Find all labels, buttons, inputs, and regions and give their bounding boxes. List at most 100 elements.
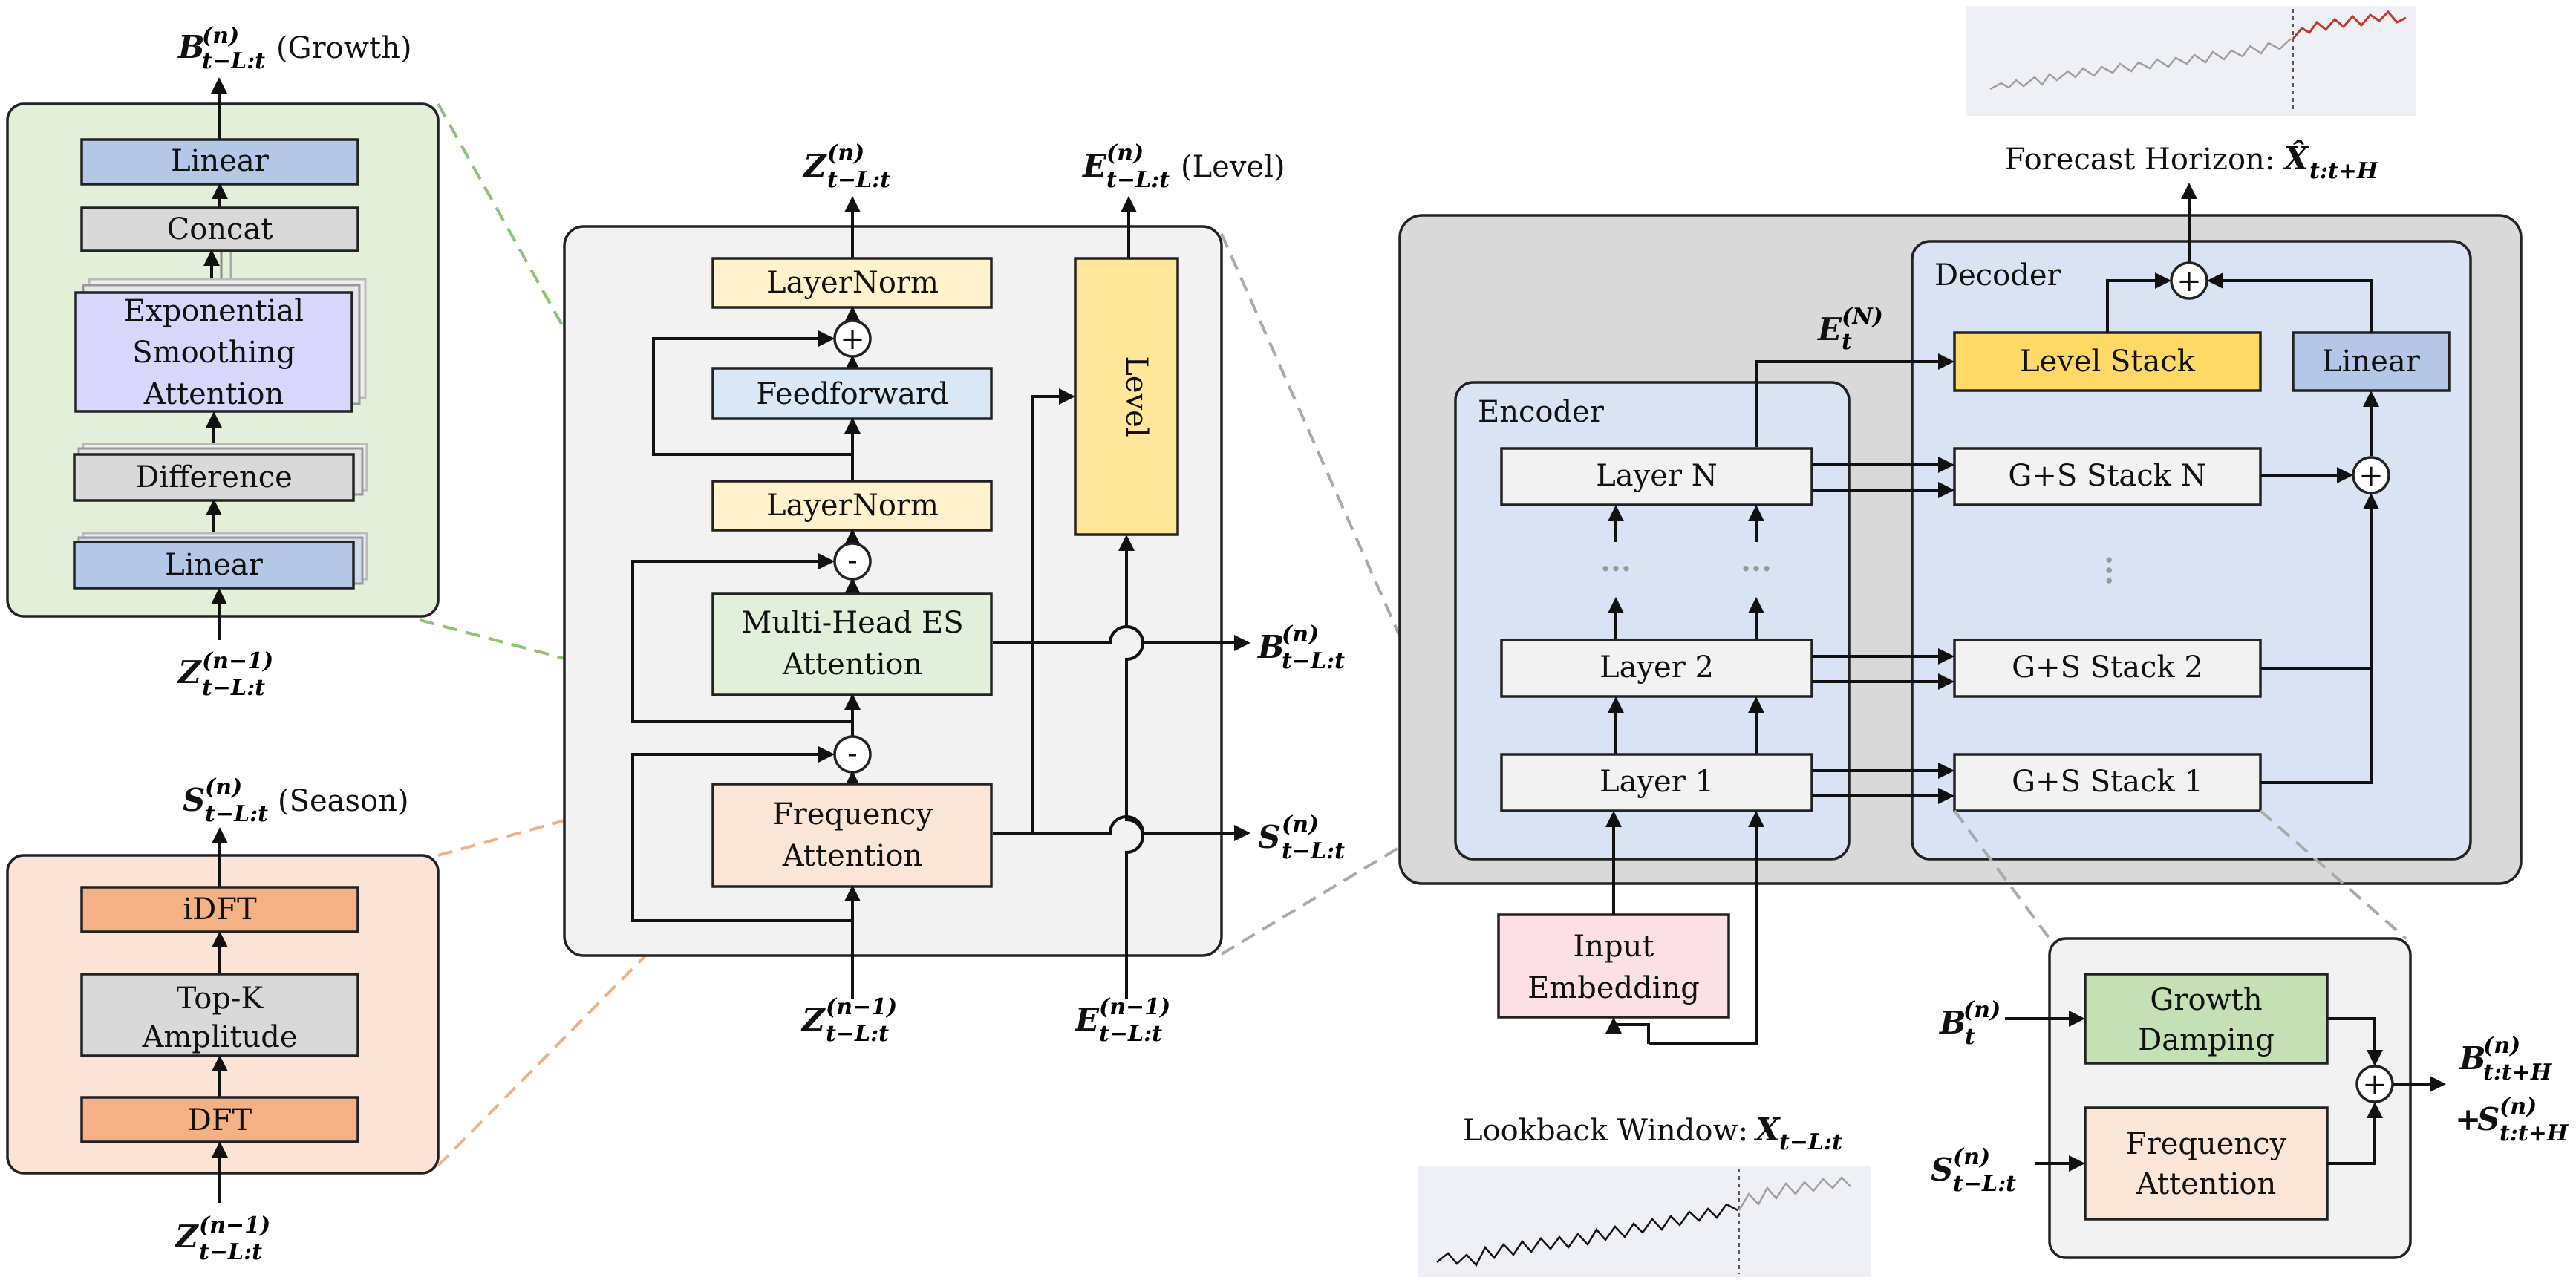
season-input-super: (n−1) (199, 1212, 270, 1238)
enc-out-z-super: (n) (827, 140, 864, 166)
enc-feedforward-label: Feedforward (756, 377, 948, 411)
forecast-symbol: X̂ (2282, 139, 2309, 177)
enc-out-z-sub: t−L:t (827, 167, 890, 193)
gs-stack-n-label: G+S Stack N (2008, 459, 2206, 493)
enc-mhes-box (711, 592, 993, 696)
enc-out-e-note: (Level) (1181, 150, 1285, 184)
encoder-layer-panel: Z (n) t−L:t E (n) t−L:t (Level) LayerNor… (563, 140, 1345, 1047)
encoder-e-sub: t (1842, 329, 1852, 355)
forecast-label: Forecast Horizon: (2005, 143, 2275, 177)
growth-output-sub: t−L:t (202, 48, 265, 74)
gs-b-super: (n) (1963, 997, 2001, 1023)
enc-in-e-sub: t−L:t (1099, 1021, 1162, 1047)
forecast-chart (1966, 6, 2416, 116)
forecast-history-line (1989, 38, 2292, 91)
enc-out-z-symbol: Z (802, 148, 827, 184)
growth-to-sum (2327, 1017, 2383, 1066)
enc-freq-box (711, 783, 993, 888)
season-output-note: (Season) (278, 784, 409, 818)
enc-out-e-symbol: E (1082, 148, 1107, 184)
enc-residual-ff (652, 330, 852, 456)
enc-subtract-sign-2: - (847, 737, 858, 771)
enc-in-e-symbol: E (1075, 1002, 1100, 1038)
linear-to-sum (2207, 272, 2373, 333)
encoder-title: Encoder (1478, 395, 1605, 429)
season-input-symbol: Z (174, 1218, 199, 1255)
enc-arrow-b-out (993, 625, 1250, 651)
gs-out-b-sub: t:t+H (2483, 1060, 2553, 1086)
season-idft-box (80, 886, 359, 933)
lookback-to-embedding (1605, 1017, 1650, 1044)
input-embedding-line2: Embedding (1527, 971, 1700, 1005)
decoder-sum-sign: + (2176, 264, 2202, 298)
growth-linear-bottom-label: Linear (165, 548, 264, 582)
layer-1-label: Layer 1 (1600, 765, 1714, 799)
orange-connector-bottom (437, 886, 714, 1167)
decoder-linear-box (2292, 331, 2451, 392)
enc-add-sign: + (840, 322, 865, 356)
enc-level-label: Level (1119, 356, 1153, 437)
layer-n-box (1500, 447, 1813, 506)
decoder-ellipsis: ··· (2091, 555, 2126, 586)
gs-out-s-prefix: + (2455, 1101, 2481, 1137)
forecast-chart-bg (1966, 6, 2416, 116)
encoder-ellipsis-right: ··· (1741, 552, 1772, 587)
enc-side-b-sub: t−L:t (1282, 648, 1345, 674)
architecture-panel: Forecast Horizon: X̂ t:t+H Decoder Encod… (1398, 6, 2523, 1277)
decoder-box (1911, 240, 2472, 861)
enc-residual-mhes (631, 553, 852, 723)
lookback-chart (1418, 1166, 1871, 1277)
enc-layernorm-bottom-label: LayerNorm (766, 489, 939, 523)
growth-linear-top-label: Linear (171, 144, 270, 178)
freq-to-sum (2327, 1102, 2383, 1165)
gs-stack-n-box (1953, 447, 2262, 506)
gs-detail-connector-left (1953, 809, 2051, 940)
enc-freq-line2: Attention (782, 839, 922, 873)
decoder-linear-label: Linear (2322, 345, 2421, 379)
season-output-sub: t−L:t (205, 801, 268, 827)
season-topk-line1: Top-K (177, 982, 264, 1016)
forecast-sub: t:t+H (2309, 158, 2379, 184)
enc-arrow-to-level (1031, 388, 1075, 833)
enc-residual-freq (631, 746, 852, 922)
growth-concat-label: Concat (167, 212, 273, 247)
enc-level-box (1074, 257, 1179, 536)
growth-es-box (74, 291, 353, 413)
growth-input-symbol: Z (177, 654, 202, 691)
gs-b-sub: t (1965, 1024, 1975, 1050)
encoder-e-super: (N) (1842, 304, 1883, 330)
enc-side-b-super: (n) (1282, 621, 1319, 647)
season-idft-label: iDFT (183, 892, 257, 927)
gs-out-s-sub: t:t+H (2500, 1120, 2569, 1146)
gs-1-to-sum (2260, 493, 2379, 784)
season-dft-label: DFT (188, 1103, 252, 1137)
gs-stack-1-label: G+S Stack 1 (2012, 765, 2203, 799)
layer-n-label: Layer N (1596, 459, 1718, 493)
growth-output-note: (Growth) (276, 31, 411, 65)
growth-panel: B (n) t−L:t (Growth) Linear Concat Expon… (6, 23, 440, 701)
enc-layernorm-top-label: LayerNorm (766, 266, 939, 300)
forecast-future-line (2292, 10, 2407, 39)
growth-damping-line1: Growth (2150, 983, 2262, 1017)
gs-freq-box (2084, 1106, 2329, 1221)
growth-concat-box (80, 206, 359, 252)
growth-difference-box (73, 453, 355, 502)
layer-2-box (1500, 639, 1813, 698)
season-dft-box (80, 1096, 359, 1143)
gs-freq-line2: Attention (2136, 1167, 2276, 1201)
gs-out-s-super: (n) (2500, 1094, 2537, 1120)
growth-input-super: (n−1) (202, 648, 273, 674)
growth-difference-label: Difference (135, 460, 293, 494)
gs-b-symbol: B (1939, 1005, 1966, 1041)
season-topk-line2: Amplitude (141, 1020, 297, 1054)
season-output-symbol: S (183, 782, 205, 818)
enc-in-e-super: (n−1) (1099, 994, 1170, 1020)
gs-out-s-symbol: S (2477, 1101, 2500, 1137)
gs-out-b-super: (n) (2483, 1033, 2520, 1059)
enc-out-e-super: (n) (1106, 140, 1144, 166)
lookback-symbol: X (1753, 1111, 1781, 1148)
growth-output-super: (n) (202, 23, 239, 49)
growth-output-symbol: B (177, 29, 205, 65)
lookback-history-line (1436, 1203, 1738, 1267)
gs-stack-detail: Growth Damping Frequency Attention + B (… (1931, 937, 2569, 1259)
